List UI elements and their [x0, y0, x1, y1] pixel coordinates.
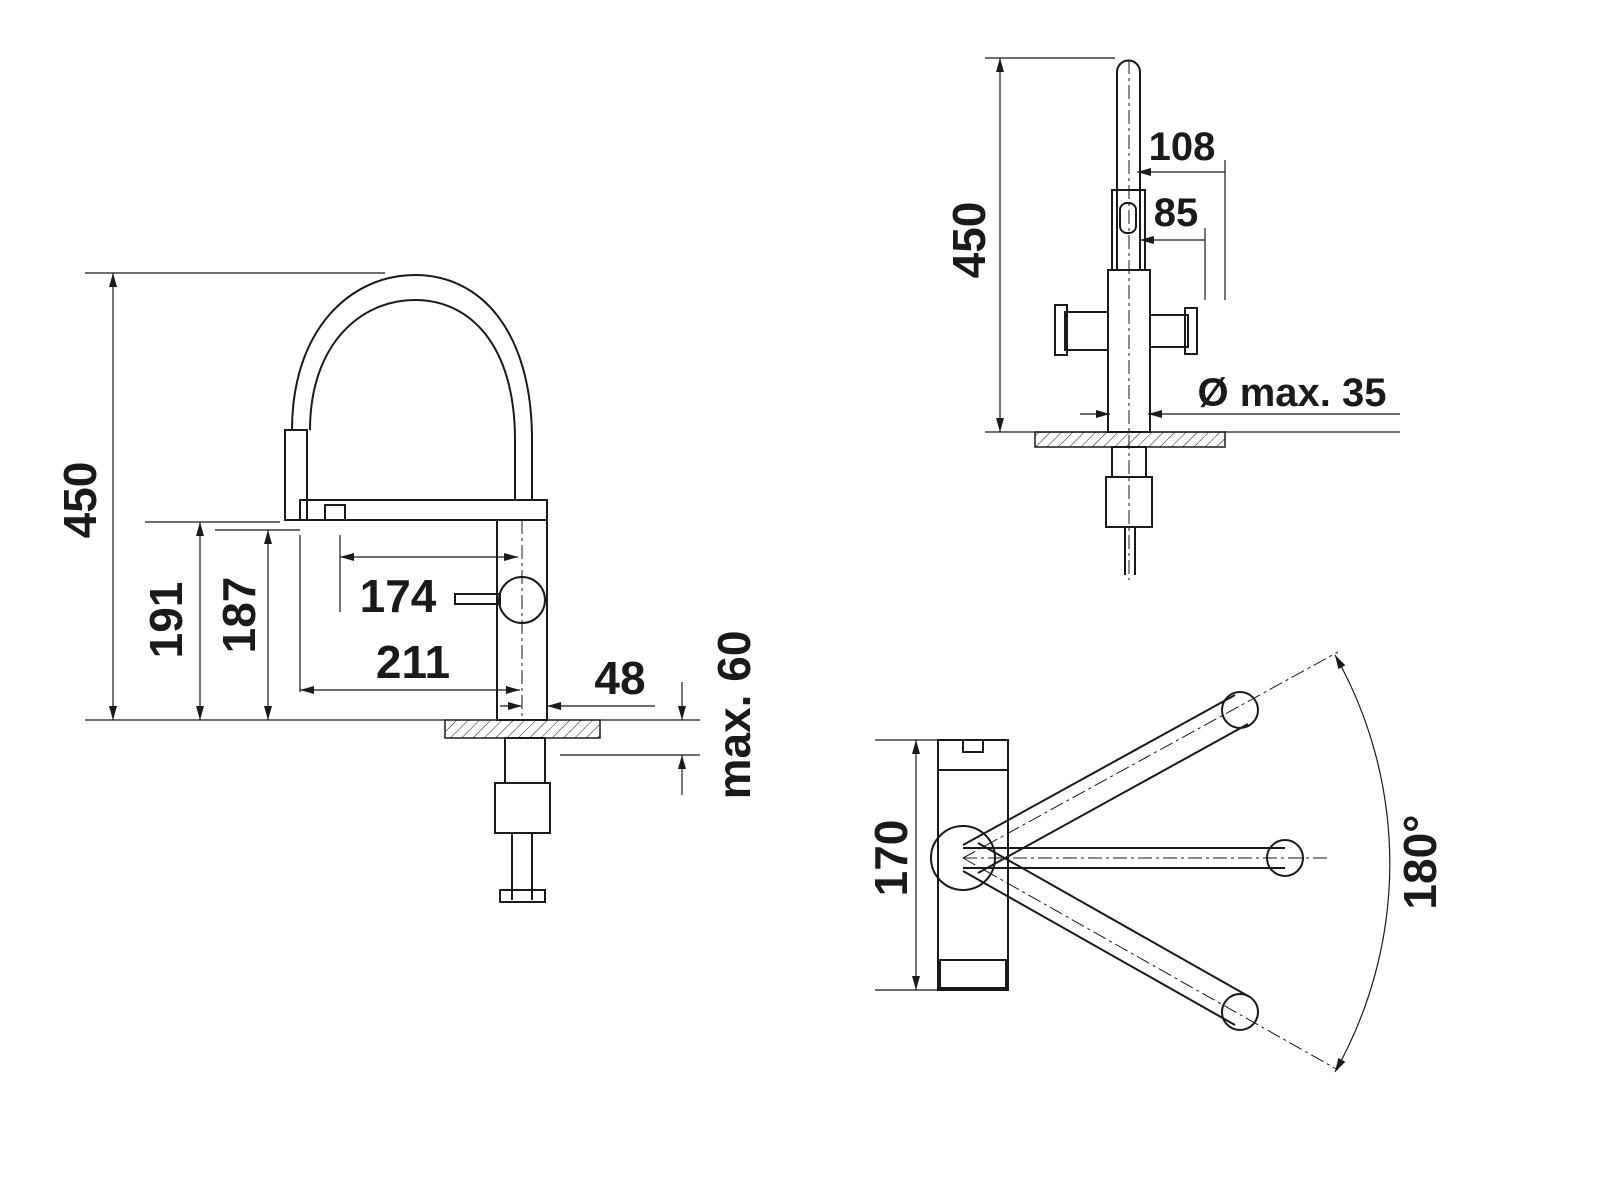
- dim-base-diameter: 48: [594, 652, 645, 704]
- dim-hole-diameter: Ø max. 35: [1197, 371, 1386, 415]
- dim-max-thickness: max. 60: [708, 631, 760, 800]
- spout-swivel-positions: [962, 651, 1339, 1071]
- side-view: 450 191 187 174 211 48: [54, 272, 760, 903]
- dim-total-height: 450: [54, 462, 106, 539]
- dim-spout-height-outer: 191: [140, 582, 192, 659]
- top-view: 170 180°: [865, 651, 1446, 1073]
- dim-depth: 170: [865, 820, 917, 897]
- dim-reach-inner: 174: [360, 570, 437, 622]
- front-view: 450 108 85 Ø max. 35: [943, 57, 1400, 580]
- dim-spout-height-inner: 187: [213, 577, 265, 654]
- dim-front-total-height: 450: [943, 202, 995, 279]
- dim-width-inner: 85: [1154, 191, 1199, 235]
- dim-reach-outer: 211: [376, 636, 450, 688]
- dim-width-outer: 108: [1149, 125, 1216, 169]
- dim-swivel-angle: 180°: [1394, 814, 1446, 909]
